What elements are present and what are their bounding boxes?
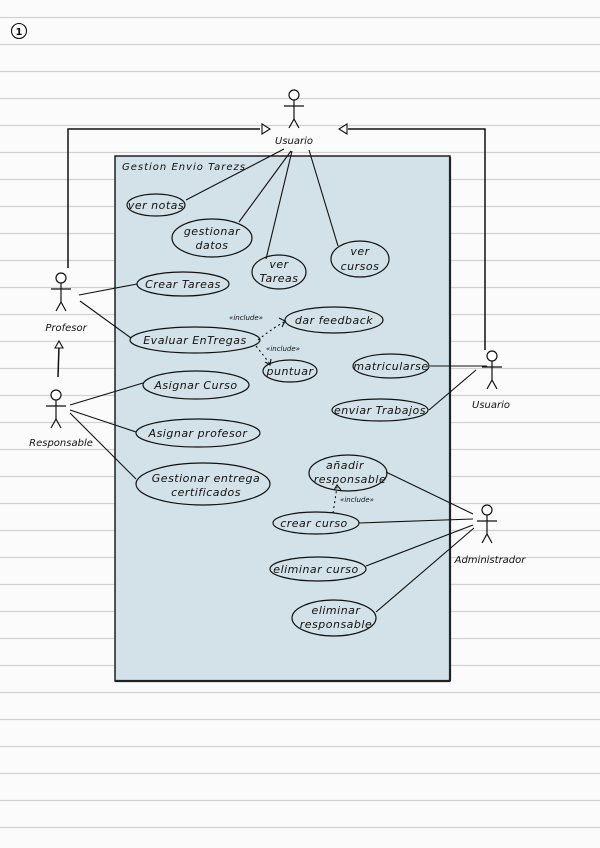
system-boundary: Gestion Envio Tarezs [114,155,452,683]
use-case-label: añadir [326,459,365,472]
use-case-label: eliminar curso [273,563,358,576]
use-case-ver-notas[interactable]: ver notas [126,193,186,217]
use-case-anadir-responsable[interactable]: añadir responsable [308,454,388,492]
actor-profesor[interactable]: Profesor [45,272,88,334]
stick-figure-icon [477,504,497,544]
actor-label: Profesor [45,323,87,334]
use-case-gestionar-entrega-certificados[interactable]: Gestionar entrega certificados [135,462,271,506]
stick-figure-icon [46,389,66,429]
generalization-profesor-usuario [67,123,272,268]
use-case-label: cursos [341,260,380,273]
use-case-enviar-trabajos[interactable]: enviar Trabajos [331,398,429,422]
actor-label: Usuario [275,136,313,147]
use-case-ver-tareas[interactable]: ver Tareas [251,254,307,290]
actor-responsable[interactable]: Responsable [29,389,93,449]
use-case-label: enviar Trabajos [334,404,426,417]
use-case-crear-curso[interactable]: crear curso [272,511,360,535]
generalization-arrowhead [337,123,348,135]
associations [69,148,487,613]
stick-figure-icon [51,272,71,312]
use-case-label: Tareas [259,272,298,285]
use-case-matricularse[interactable]: matricularse [352,353,430,379]
use-case-label: gestionar [184,225,241,238]
use-case-label: crear curso [280,517,348,530]
use-case-label: matricularse [353,360,428,373]
page-number: 1 [16,27,23,38]
use-case-label: ver [350,245,370,258]
include-evaluar-puntuar: «include» [255,345,300,366]
generalization-responsable-profesor [54,339,64,378]
actor-usuario-top[interactable]: Usuario [275,89,313,147]
use-case-asignar-curso[interactable]: Asignar Curso [142,370,250,400]
generalization-arrowhead [261,123,272,135]
use-case-label: Gestionar entrega [152,472,260,485]
use-case-label: ver [269,258,289,271]
use-case-label: Crear Tareas [145,278,221,291]
include-label: «include» [340,496,374,504]
use-case-asignar-profesor[interactable]: Asignar profesor [135,418,261,448]
use-case-eliminar-responsable[interactable]: eliminar responsable [291,599,377,637]
use-case-dar-feedback[interactable]: dar feedback [284,306,384,334]
generalization-arrowhead [54,339,64,349]
use-case-eliminar-curso[interactable]: eliminar curso [269,556,367,582]
use-case-label: ver notas [128,199,184,212]
actor-label: Responsable [29,438,93,449]
use-case-label: dar feedback [295,314,373,327]
use-case-label: responsable [300,618,372,631]
system-title: Gestion Envio Tarezs [122,162,246,173]
stick-figure-icon [482,350,502,390]
use-case-crear-tareas[interactable]: Crear Tareas [136,271,230,297]
use-case-label: Asignar profesor [148,427,249,440]
use-case-evaluar-entregas[interactable]: Evaluar EnTregas [129,326,261,354]
include-label: «include» [266,345,300,353]
stick-figure-icon [284,89,304,129]
actor-label: Administrador [454,555,527,566]
actor-administrador[interactable]: Administrador [454,504,527,566]
actor-label: Usuario [472,400,510,411]
use-case-puntuar[interactable]: puntuar [262,359,318,383]
actor-usuario-right[interactable]: Usuario [472,350,510,411]
use-case-label: responsable [314,473,386,486]
use-case-label: eliminar [312,604,362,617]
include-crear-anadir: «include» [332,484,374,514]
generalization-usuario-right-usuario [337,123,486,350]
use-case-ver-cursos[interactable]: ver cursos [330,240,390,278]
use-case-gestionar-datos[interactable]: gestionar datos [171,218,253,258]
use-case-label: certificados [171,486,241,499]
use-case-label: Evaluar EnTregas [143,334,247,347]
include-label: «include» [229,314,263,322]
use-case-label: puntuar [266,365,315,378]
use-case-label: Asignar Curso [153,379,237,392]
page-number-badge: 1 [10,22,28,40]
use-case-label: datos [196,239,229,252]
